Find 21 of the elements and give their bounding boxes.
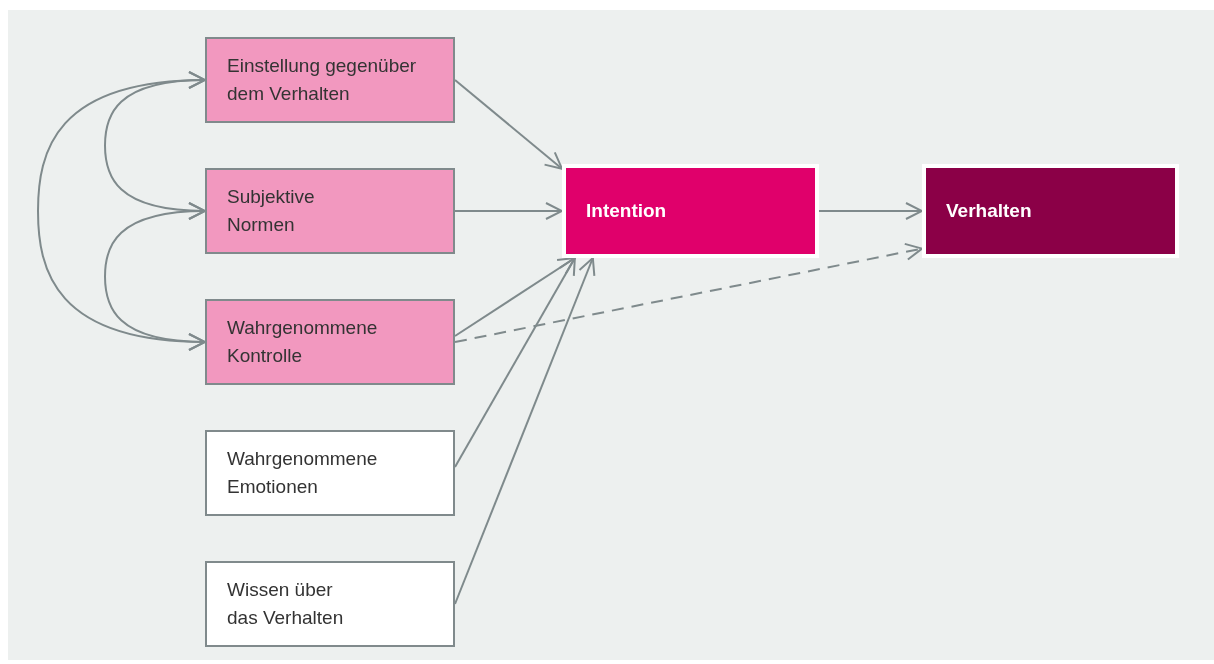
node-label: Einstellung gegenüber dem Verhalten bbox=[227, 54, 418, 106]
factor-box bbox=[205, 168, 455, 254]
arrow bbox=[454, 257, 576, 468]
factor-box bbox=[205, 430, 455, 516]
factor-box bbox=[205, 561, 455, 647]
node-label: Wahrgenommene Emotionen bbox=[227, 447, 379, 499]
arrow bbox=[454, 79, 563, 170]
factor-box bbox=[205, 299, 455, 385]
dashed-arrow bbox=[454, 242, 923, 343]
arrow bbox=[454, 257, 596, 605]
node-label: Intention bbox=[586, 199, 667, 223]
curved-arrow bbox=[37, 71, 206, 351]
arrow bbox=[818, 202, 923, 220]
process-box bbox=[922, 164, 1179, 258]
arrow bbox=[454, 202, 563, 220]
process-box bbox=[562, 164, 819, 258]
factor-box bbox=[205, 37, 455, 123]
node-label: Wahrgenommene Kontrolle bbox=[227, 316, 379, 368]
node-label: Wissen über das Verhalten bbox=[227, 578, 345, 630]
node-label: Verhalten bbox=[946, 199, 1032, 223]
node-label: Subjektive Normen bbox=[227, 185, 316, 237]
